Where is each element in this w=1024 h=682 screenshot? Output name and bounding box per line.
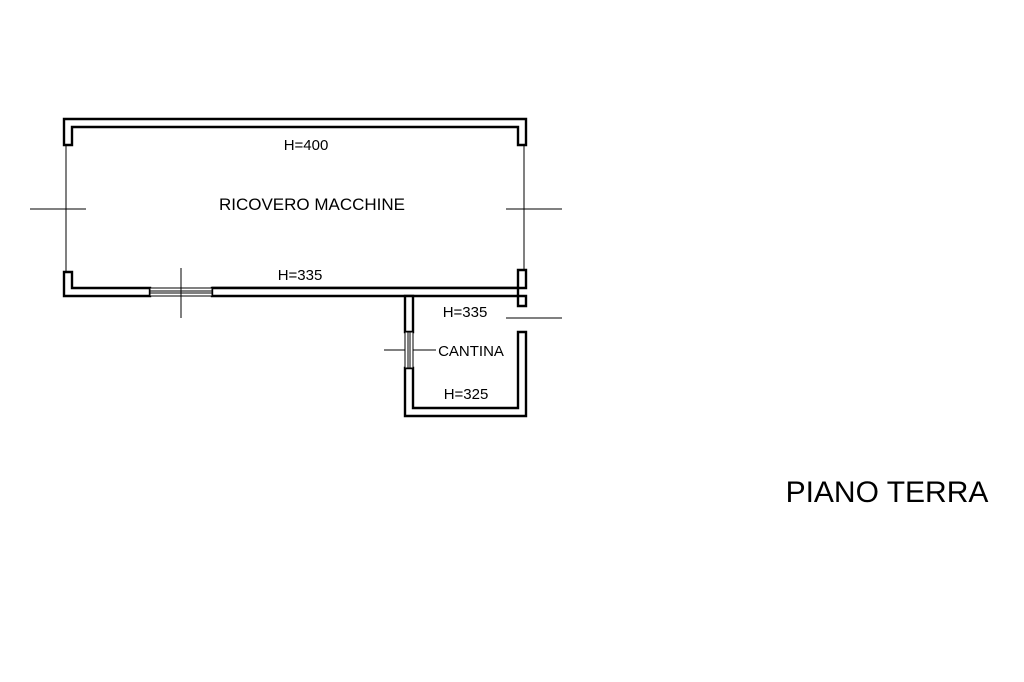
garage-bottom-wall-right <box>212 268 528 290</box>
cellar-left-bottom-right-wall <box>403 330 528 418</box>
garage-bottom-wall-left <box>62 270 152 298</box>
cellar-door <box>404 331 414 369</box>
cellar-walls <box>403 294 528 418</box>
section-lines <box>30 208 562 351</box>
garage-room-name: RICOVERO MACCHINE <box>219 195 405 214</box>
floor-title: PIANO TERRA <box>786 476 989 509</box>
cellar-height-bottom-label: H=325 <box>444 386 489 403</box>
cellar-height-top-label: H=335 <box>443 304 488 321</box>
garage-top-wall <box>62 117 528 147</box>
cellar-room-name: CANTINA <box>438 343 504 360</box>
garage-height-bottom-label: H=335 <box>278 267 323 284</box>
cellar-right-wall-upper <box>516 294 528 308</box>
garage-height-top-label: H=400 <box>284 137 329 154</box>
cellar-left-wall-upper <box>403 294 415 334</box>
garage-bottom-wall-main <box>210 286 520 298</box>
